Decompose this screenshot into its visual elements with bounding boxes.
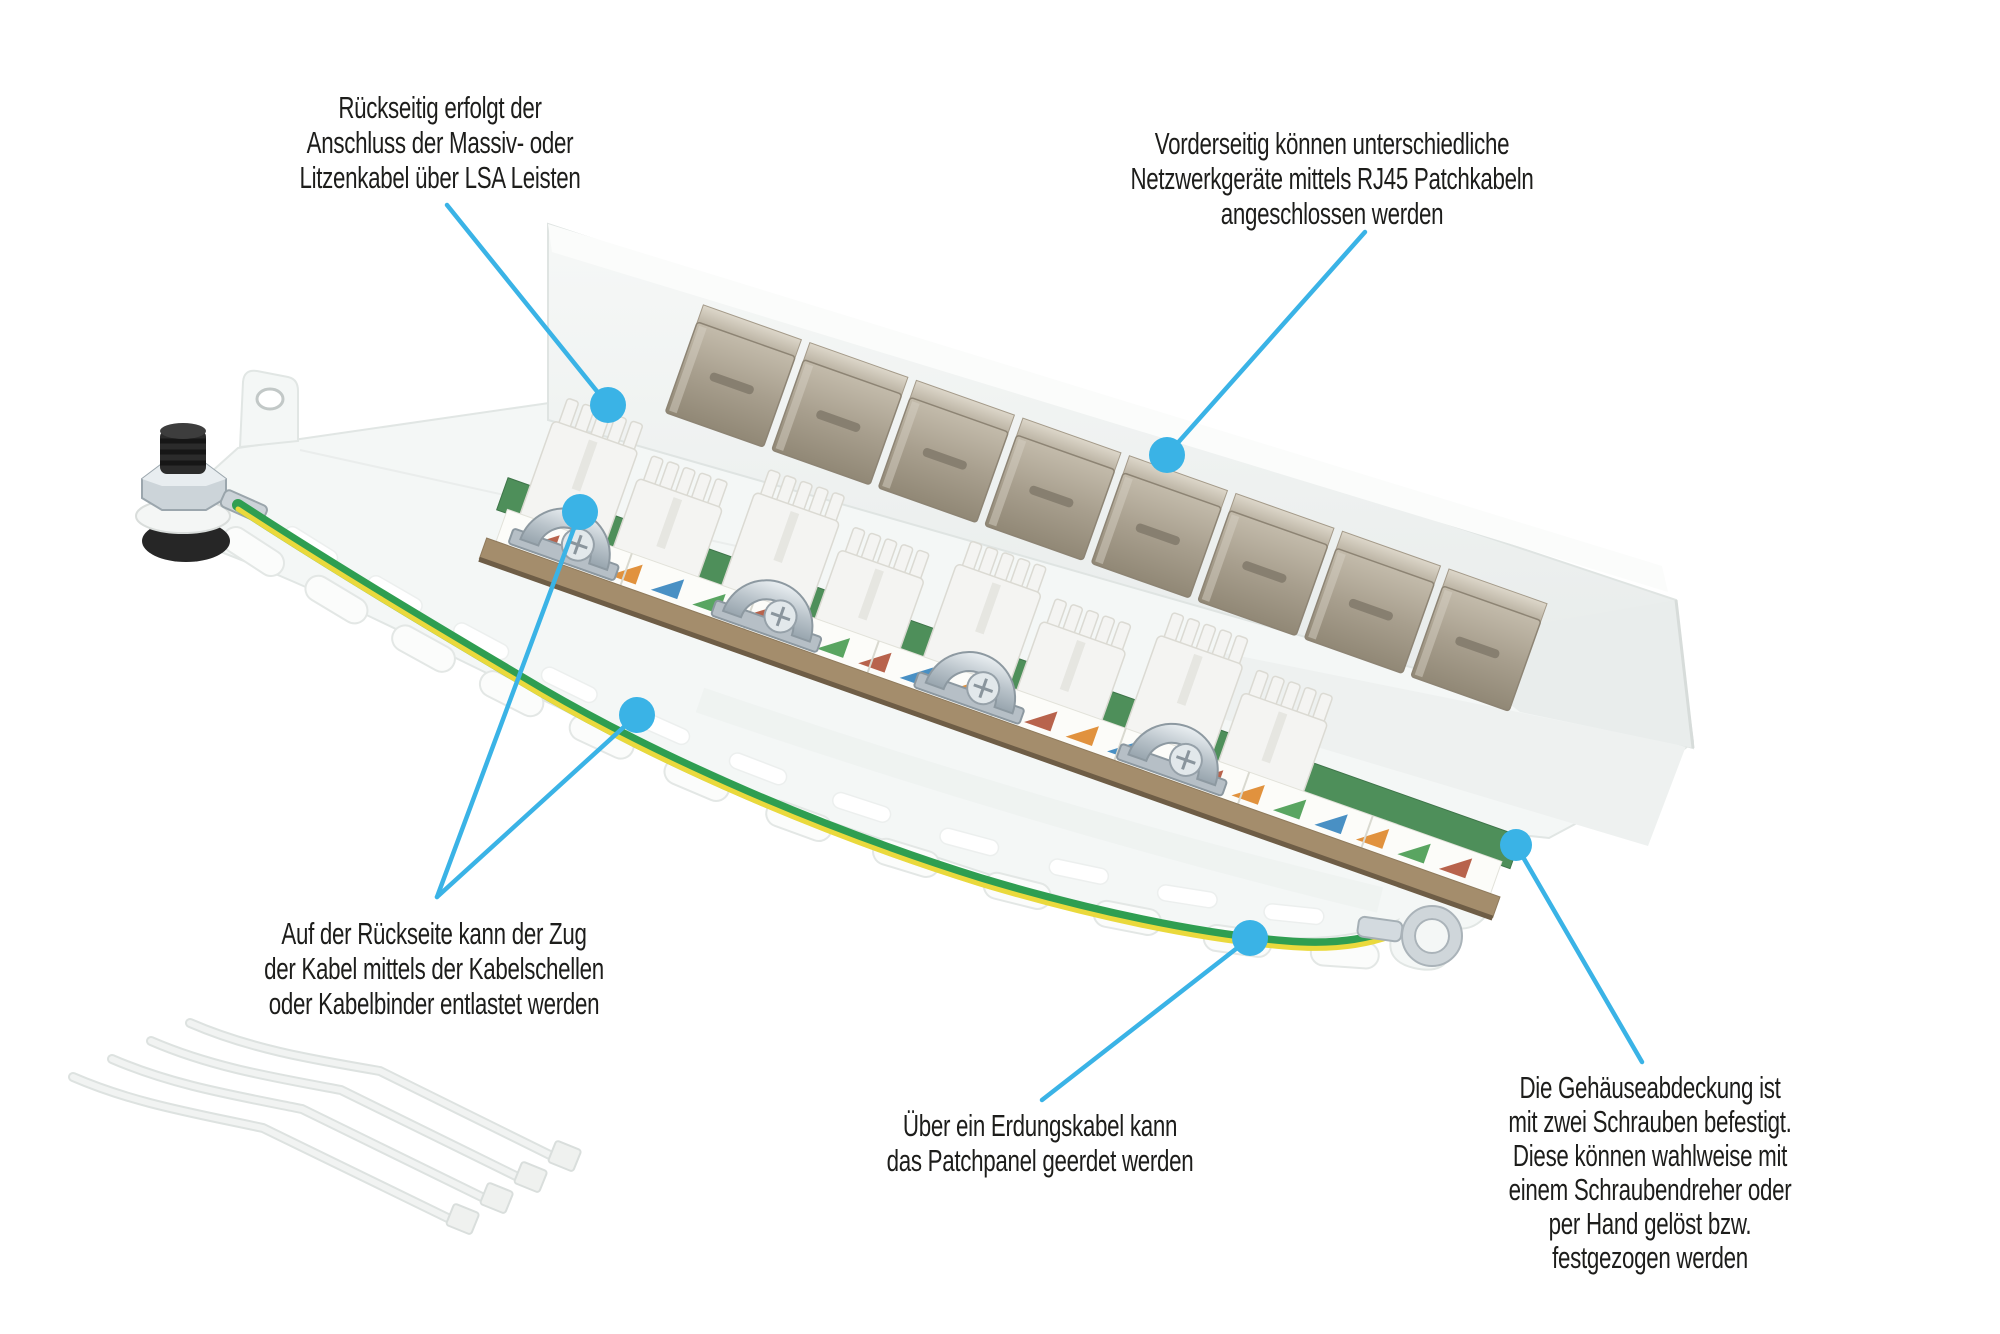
leader-lines [434,202,1645,1103]
callout-dot-clamp [562,494,598,530]
annotation-line: oder Kabelbinder entlastet werden [268,986,600,1021]
leader-line-rj45 [1164,229,1368,458]
annotation-line: per Hand gelöst bzw. [1548,1206,1752,1241]
cable-tie [68,1072,480,1235]
cable-tie [146,1036,548,1193]
annotation-line: das Patchpanel geerdet werden [886,1143,1194,1178]
annotation-line: Anschluss der Massiv- oder [306,125,574,160]
cable-tie [107,1054,514,1214]
annotation-line: einem Schraubendreher oder [1508,1172,1792,1207]
ground-wire [232,499,1463,967]
annotation-line: Vorderseitig können unterschiedliche [1154,126,1510,161]
ground-screw [160,423,206,474]
annotation-line: mit zwei Schrauben befestigt. [1508,1104,1792,1139]
annotation-line: Rückseitig erfolgt der [338,90,542,125]
annotation-line: angeschlossen werden [1220,196,1444,231]
callout-dot-cover [1500,829,1532,861]
annotation-lsa: Rückseitig erfolgt der Anschluss der Mas… [299,90,580,195]
annotation-line: Auf der Rückseite kann der Zug [281,916,587,951]
annotation-line: Über ein Erdungskabel kann [902,1108,1178,1143]
callout-dot-ground [1232,920,1268,956]
rj45-module [665,304,803,448]
grounding-bolt [135,423,268,562]
leader-line-cover [1513,842,1645,1065]
leader-line-lsa [444,202,611,408]
mounting-hole [255,387,285,411]
cable-tie [185,1018,582,1172]
annotation-line: Netzwerkgeräte mittels RJ45 Patchkabeln [1130,161,1534,196]
cable-ties [68,1018,582,1235]
annotation-line: Litzenkabel über LSA Leisten [299,160,581,195]
annotation-strain-relief: Auf der Rückseite kann der Zug der Kabel… [264,916,604,1021]
rj45-port-row [665,304,1548,712]
ring-terminal [1402,906,1462,966]
callout-dot-lsa [590,387,626,423]
leader-line-ground [1039,935,1253,1103]
annotation-cover-screws: Die Gehäuseabdeckung ist mit zwei Schrau… [1508,1071,1791,1275]
annotation-line: Die Gehäuseabdeckung ist [1519,1070,1781,1105]
annotation-rj45: Vorderseitig können unterschiedliche Net… [1130,126,1533,231]
annotation-grounding: Über ein Erdungskabel kann das Patchpane… [887,1108,1194,1178]
callout-dots [562,387,1532,956]
leader-line-strain-b [434,712,640,900]
callout-dot-rj45 [1149,437,1185,473]
annotation-line: festgezogen werden [1552,1240,1748,1275]
leader-line-strain-a [434,509,583,900]
annotation-line: Diese können wahlweise mit [1512,1138,1788,1173]
annotation-line: der Kabel mittels der Kabelschellen [264,951,604,986]
callout-dot-edge [619,697,655,733]
